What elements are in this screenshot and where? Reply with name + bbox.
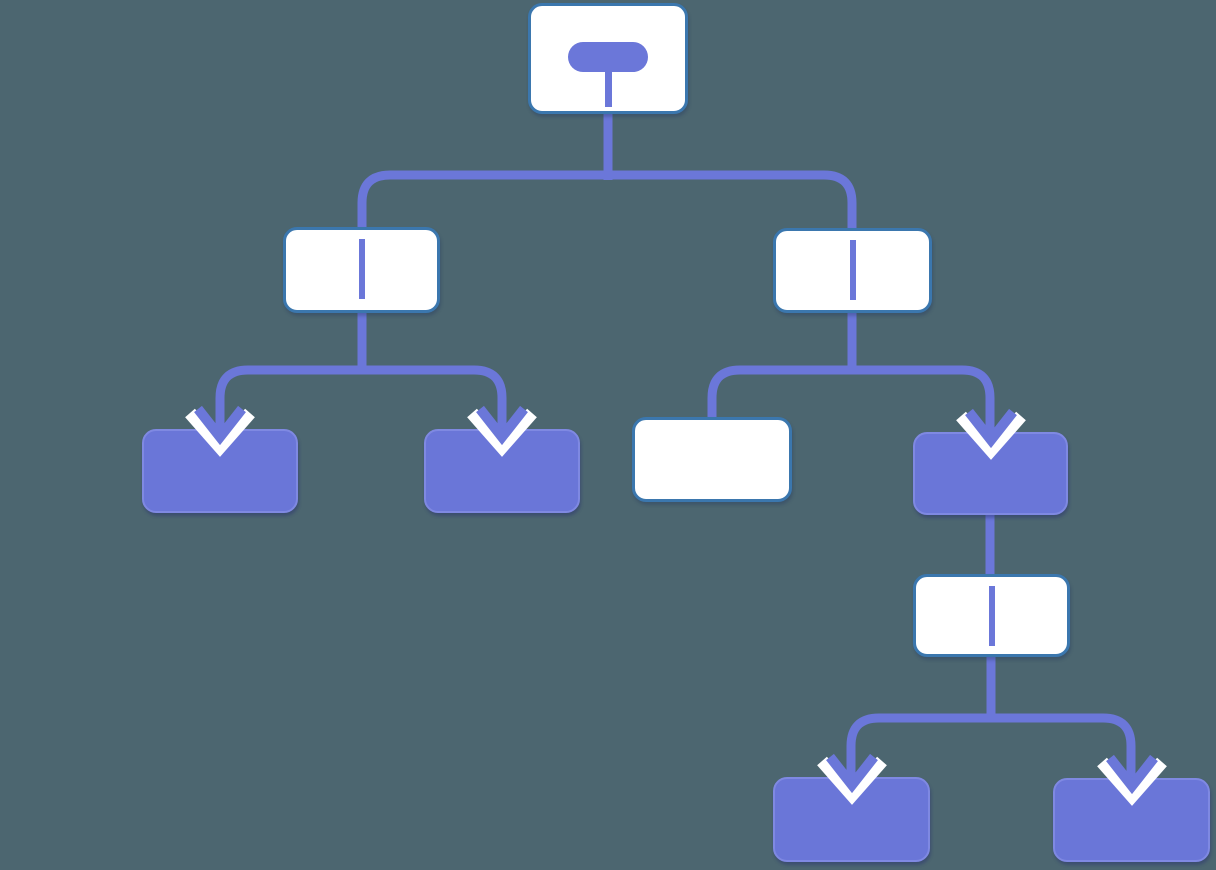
connector-level2-right xyxy=(707,365,995,436)
pass-through-line xyxy=(358,239,365,299)
chevron-down-icon xyxy=(955,408,1026,460)
node-leaf-l2a[interactable] xyxy=(142,405,298,513)
chevron-down-icon xyxy=(185,405,255,457)
node-leaf-l2b[interactable] xyxy=(424,405,580,513)
root-pill-icon xyxy=(568,42,648,72)
node-branch-left[interactable] xyxy=(283,227,440,313)
connector-level3-branch xyxy=(846,713,1136,782)
connector-level2-left xyxy=(215,365,507,433)
root-pill-stem xyxy=(604,70,612,107)
pass-through-line xyxy=(988,586,995,646)
node-leaf-r4b[interactable] xyxy=(1053,754,1210,862)
chevron-down-icon xyxy=(467,405,537,457)
node-branch-right[interactable] xyxy=(773,228,932,313)
pass-through-line xyxy=(849,240,856,300)
node-leaf-r2b[interactable] xyxy=(913,408,1068,515)
node-leaf-r4a[interactable] xyxy=(773,753,930,862)
node-page-r2a[interactable] xyxy=(632,417,792,502)
chevron-down-icon xyxy=(1096,754,1167,806)
chevron-down-icon xyxy=(816,753,887,805)
connector-level1-branch xyxy=(357,170,857,232)
node-branch-r3[interactable] xyxy=(913,574,1070,657)
node-root[interactable] xyxy=(528,3,688,114)
